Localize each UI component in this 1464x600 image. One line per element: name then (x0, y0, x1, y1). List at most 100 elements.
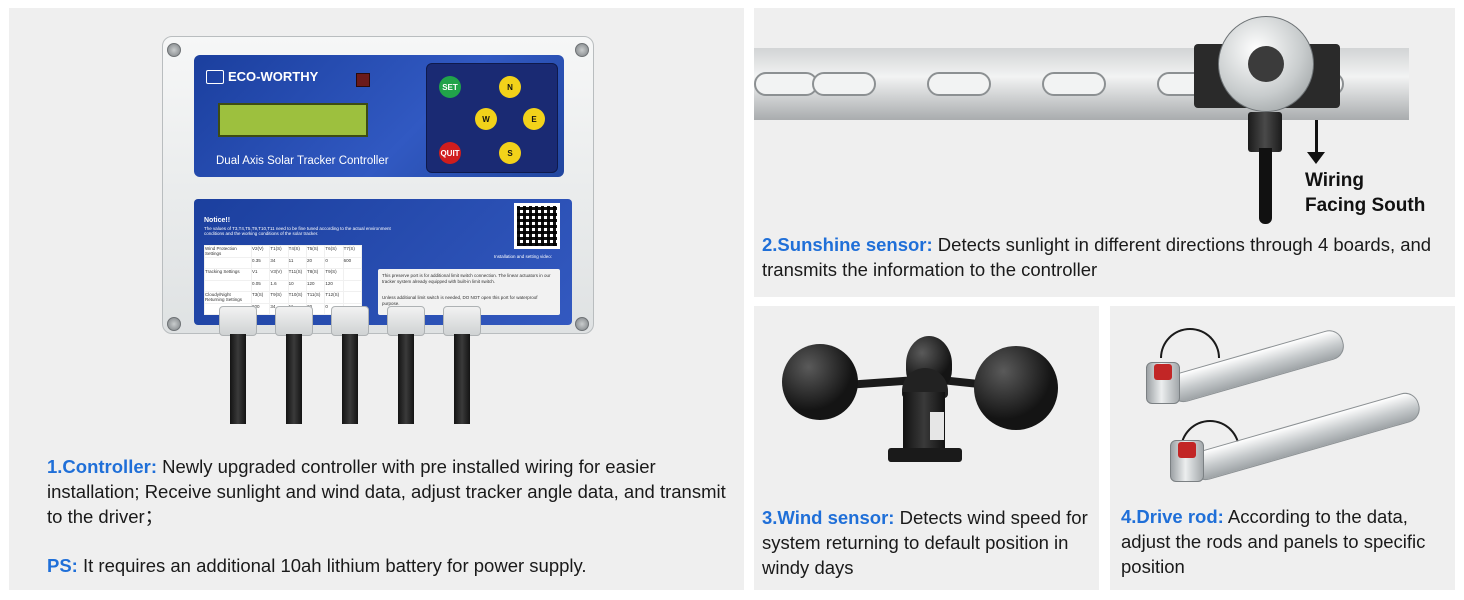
actuator-cap (1178, 442, 1196, 458)
cable-gland (275, 306, 313, 336)
sunshine-description: 2.Sunshine sensor: Detects sunlight in d… (762, 232, 1448, 282)
quit-key: QUIT (439, 142, 461, 164)
cable-gland (387, 306, 425, 336)
cable (230, 334, 246, 424)
ps-heading: PS: (47, 555, 78, 576)
wind-sensor-panel: 3.Wind sensor: Detects wind speed for sy… (754, 306, 1099, 590)
west-key: W (475, 108, 497, 130)
cable-gland (331, 306, 369, 336)
table-cell: T12(S) (325, 292, 343, 303)
table-cell: 600 (252, 303, 270, 314)
controller-front-panel: ECO-WORTHY Dual Axis Solar Tracker Contr… (194, 55, 564, 177)
sunshine-text: Detects sunlight in different directions… (762, 234, 1432, 280)
model-name: Dual Axis Solar Tracker Controller (216, 155, 389, 167)
table-cell: V2(V) (252, 246, 270, 257)
ps-description: PS: It requires an additional 10ah lithi… (47, 553, 727, 578)
table-cell: V1 (252, 269, 270, 280)
wind-description: 3.Wind sensor: Detects wind speed for sy… (762, 505, 1094, 580)
north-key: N (499, 76, 521, 98)
east-key: E (523, 108, 545, 130)
drive-text: According to the data, adjust the rods a… (1121, 506, 1426, 577)
port-note-2: Unless additional limit switch is needed… (382, 295, 538, 306)
arrow-down-icon (1315, 120, 1318, 156)
wiring-label: Wiring Facing South (1305, 168, 1425, 218)
table-cell: 10 (288, 280, 306, 291)
qr-code (514, 203, 560, 249)
screw-icon (575, 317, 589, 331)
rail-slot (1042, 72, 1106, 96)
ps-text: It requires an additional 10ah lithium b… (77, 555, 587, 576)
table-cell: 20 (307, 257, 325, 268)
controller-text: Newly upgraded controller with pre insta… (47, 456, 726, 527)
anemometer-label (930, 412, 944, 440)
anemometer-cup (974, 346, 1058, 430)
actuator-wire (1160, 328, 1220, 358)
screw-icon (575, 43, 589, 57)
table-cell: Wind Protection Settings (205, 246, 251, 257)
controller-info-panel: Notice!! The values of T3,T4,T5,T9,T10,T… (194, 199, 572, 325)
cable-gland (443, 306, 481, 336)
table-cell: 120 (307, 280, 325, 291)
table-cell: T11(S) (288, 269, 306, 280)
table-cell: T8(S) (307, 269, 325, 280)
notice-title: Notice!! (204, 217, 231, 224)
wind-text: Detects wind speed for system returning … (762, 507, 1088, 578)
drive-rod-panel: 4.Drive rod: According to the data, adju… (1110, 306, 1455, 590)
controller-panel: ECO-WORTHY Dual Axis Solar Tracker Contr… (9, 8, 744, 590)
south-key: S (499, 142, 521, 164)
table-cell: 0 (325, 257, 343, 268)
status-led (356, 73, 370, 87)
table-cell (205, 280, 251, 291)
rail-slot (754, 72, 818, 96)
keypad: SET N W E QUIT S (426, 63, 558, 173)
sunshine-sensor-panel: Wiring Facing South 2.Sunshine sensor: D… (754, 8, 1455, 297)
qr-caption: Installation and setting video: (494, 254, 553, 259)
table-cell: T9(S) (325, 269, 343, 280)
screw-icon (167, 317, 181, 331)
drive-heading: 4.Drive rod: (1121, 506, 1224, 527)
table-cell: 0.05 (252, 280, 270, 291)
cable-gland (219, 306, 257, 336)
cable (398, 334, 414, 424)
cable (342, 334, 358, 424)
actuator-cap (1154, 364, 1172, 380)
brand-logo: ECO-WORTHY (206, 69, 318, 84)
notice-text: The values of T3,T4,T5,T9,T10,T11 need t… (204, 226, 391, 236)
table-cell: Cloudy/Night Returning Settings (205, 292, 251, 303)
drive-description: 4.Drive rod: According to the data, adju… (1121, 504, 1451, 579)
table-cell: T11(S) (307, 292, 325, 303)
table-cell: 1.6 (270, 280, 288, 291)
table-cell: 600 (343, 257, 361, 268)
sunshine-heading: 2.Sunshine sensor: (762, 234, 933, 255)
arrow-down-icon (1307, 152, 1325, 164)
table-cell: 11 (288, 257, 306, 268)
screw-icon (167, 43, 181, 57)
controller-device: ECO-WORTHY Dual Axis Solar Tracker Contr… (162, 36, 594, 334)
wiring-label-line2: Facing South (1305, 195, 1426, 216)
cable (286, 334, 302, 424)
table-cell: T10(S) (288, 292, 306, 303)
table-cell: Tracking Settings (205, 269, 251, 280)
port-note-box: This preserve port is for additional lim… (378, 269, 560, 315)
table-cell: 120 (325, 280, 343, 291)
anemometer-base (888, 448, 962, 462)
table-cell: 34 (270, 257, 288, 268)
rail-slot (812, 72, 876, 96)
anemometer-cup (782, 344, 858, 420)
controller-description: 1.Controller: Newly upgraded controller … (47, 454, 727, 529)
wiring-label-line1: Wiring (1305, 170, 1364, 191)
cable (454, 334, 470, 424)
table-cell: V3(V) (270, 269, 288, 280)
table-cell: T9(S) (270, 292, 288, 303)
table-cell: T5(S) (307, 246, 325, 257)
port-note: This preserve port is for additional lim… (382, 273, 551, 284)
table-cell: T4(S) (288, 246, 306, 257)
table-cell (343, 292, 361, 303)
table-cell: T3(S) (252, 292, 270, 303)
table-cell (343, 280, 361, 291)
set-key: SET (439, 76, 461, 98)
rail-slot (927, 72, 991, 96)
table-cell: T7(S) (343, 246, 361, 257)
controller-heading: 1.Controller: (47, 456, 157, 477)
sensor-gland (1248, 112, 1282, 152)
